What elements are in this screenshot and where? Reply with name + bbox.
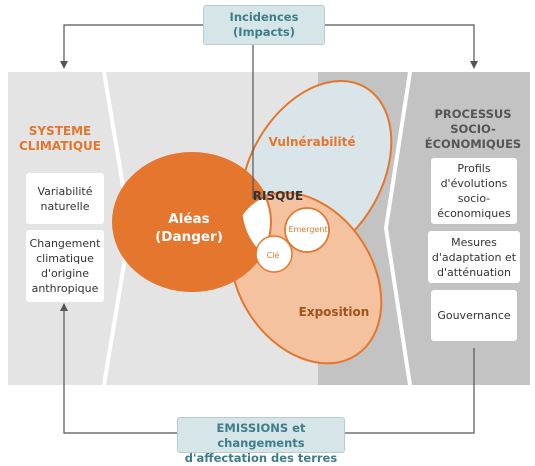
impacts-sublabel: (Impacts) — [233, 25, 295, 39]
top-feedback-arrows — [63, 24, 475, 62]
adaptation-mitigation-card: Mesures d'adaptation et d'atténuation — [428, 231, 520, 283]
key-risk-circle — [255, 235, 293, 273]
risk-framework-diagram — [8, 24, 530, 434]
key-risk-label: Clé — [266, 251, 280, 260]
climate-system-panel — [8, 72, 130, 385]
impacts-label: Incidences — [229, 10, 299, 24]
climate-system-title: SYSTEME CLIMATIQUE — [18, 124, 101, 153]
anthropogenic-climate-change-card: Changement climatique d'origine anthropi… — [26, 230, 104, 302]
socioeconomic-pathways-card: Profils d'évolutions socio- économiques — [431, 158, 517, 224]
arrow-head-left-up — [60, 303, 68, 311]
governance-card: Gouvernance — [431, 290, 517, 341]
emissions-label: EMISSIONS et changements — [216, 421, 306, 450]
hazard-ellipse-outline — [112, 152, 272, 292]
vulnerability-label: Vulnérabilité — [268, 135, 356, 149]
risk-label: RISQUE — [252, 189, 304, 203]
emissions-box: EMISSIONS et changements d'affectation d… — [177, 417, 345, 465]
socioeconomic-title: PROCESSUS SOCIO- ÉCONOMIQUES — [424, 107, 522, 151]
arrow-head-right-down — [470, 61, 478, 69]
risk-connector-line — [252, 45, 264, 199]
impacts-box: Incidences (Impacts) — [203, 5, 325, 45]
hazard-label: Aléas (Danger) — [155, 211, 223, 245]
arrow-head-left-down — [60, 61, 68, 69]
bottom-feedback-arrows — [63, 310, 475, 434]
natural-variability-card: Variabilité naturelle — [26, 173, 104, 224]
emergent-risk-label: Emergent — [288, 225, 328, 234]
exposure-label: Exposition — [298, 305, 370, 319]
right-chevron-divider — [383, 71, 412, 386]
emissions-sublabel: d'affectation des terres — [184, 451, 338, 465]
